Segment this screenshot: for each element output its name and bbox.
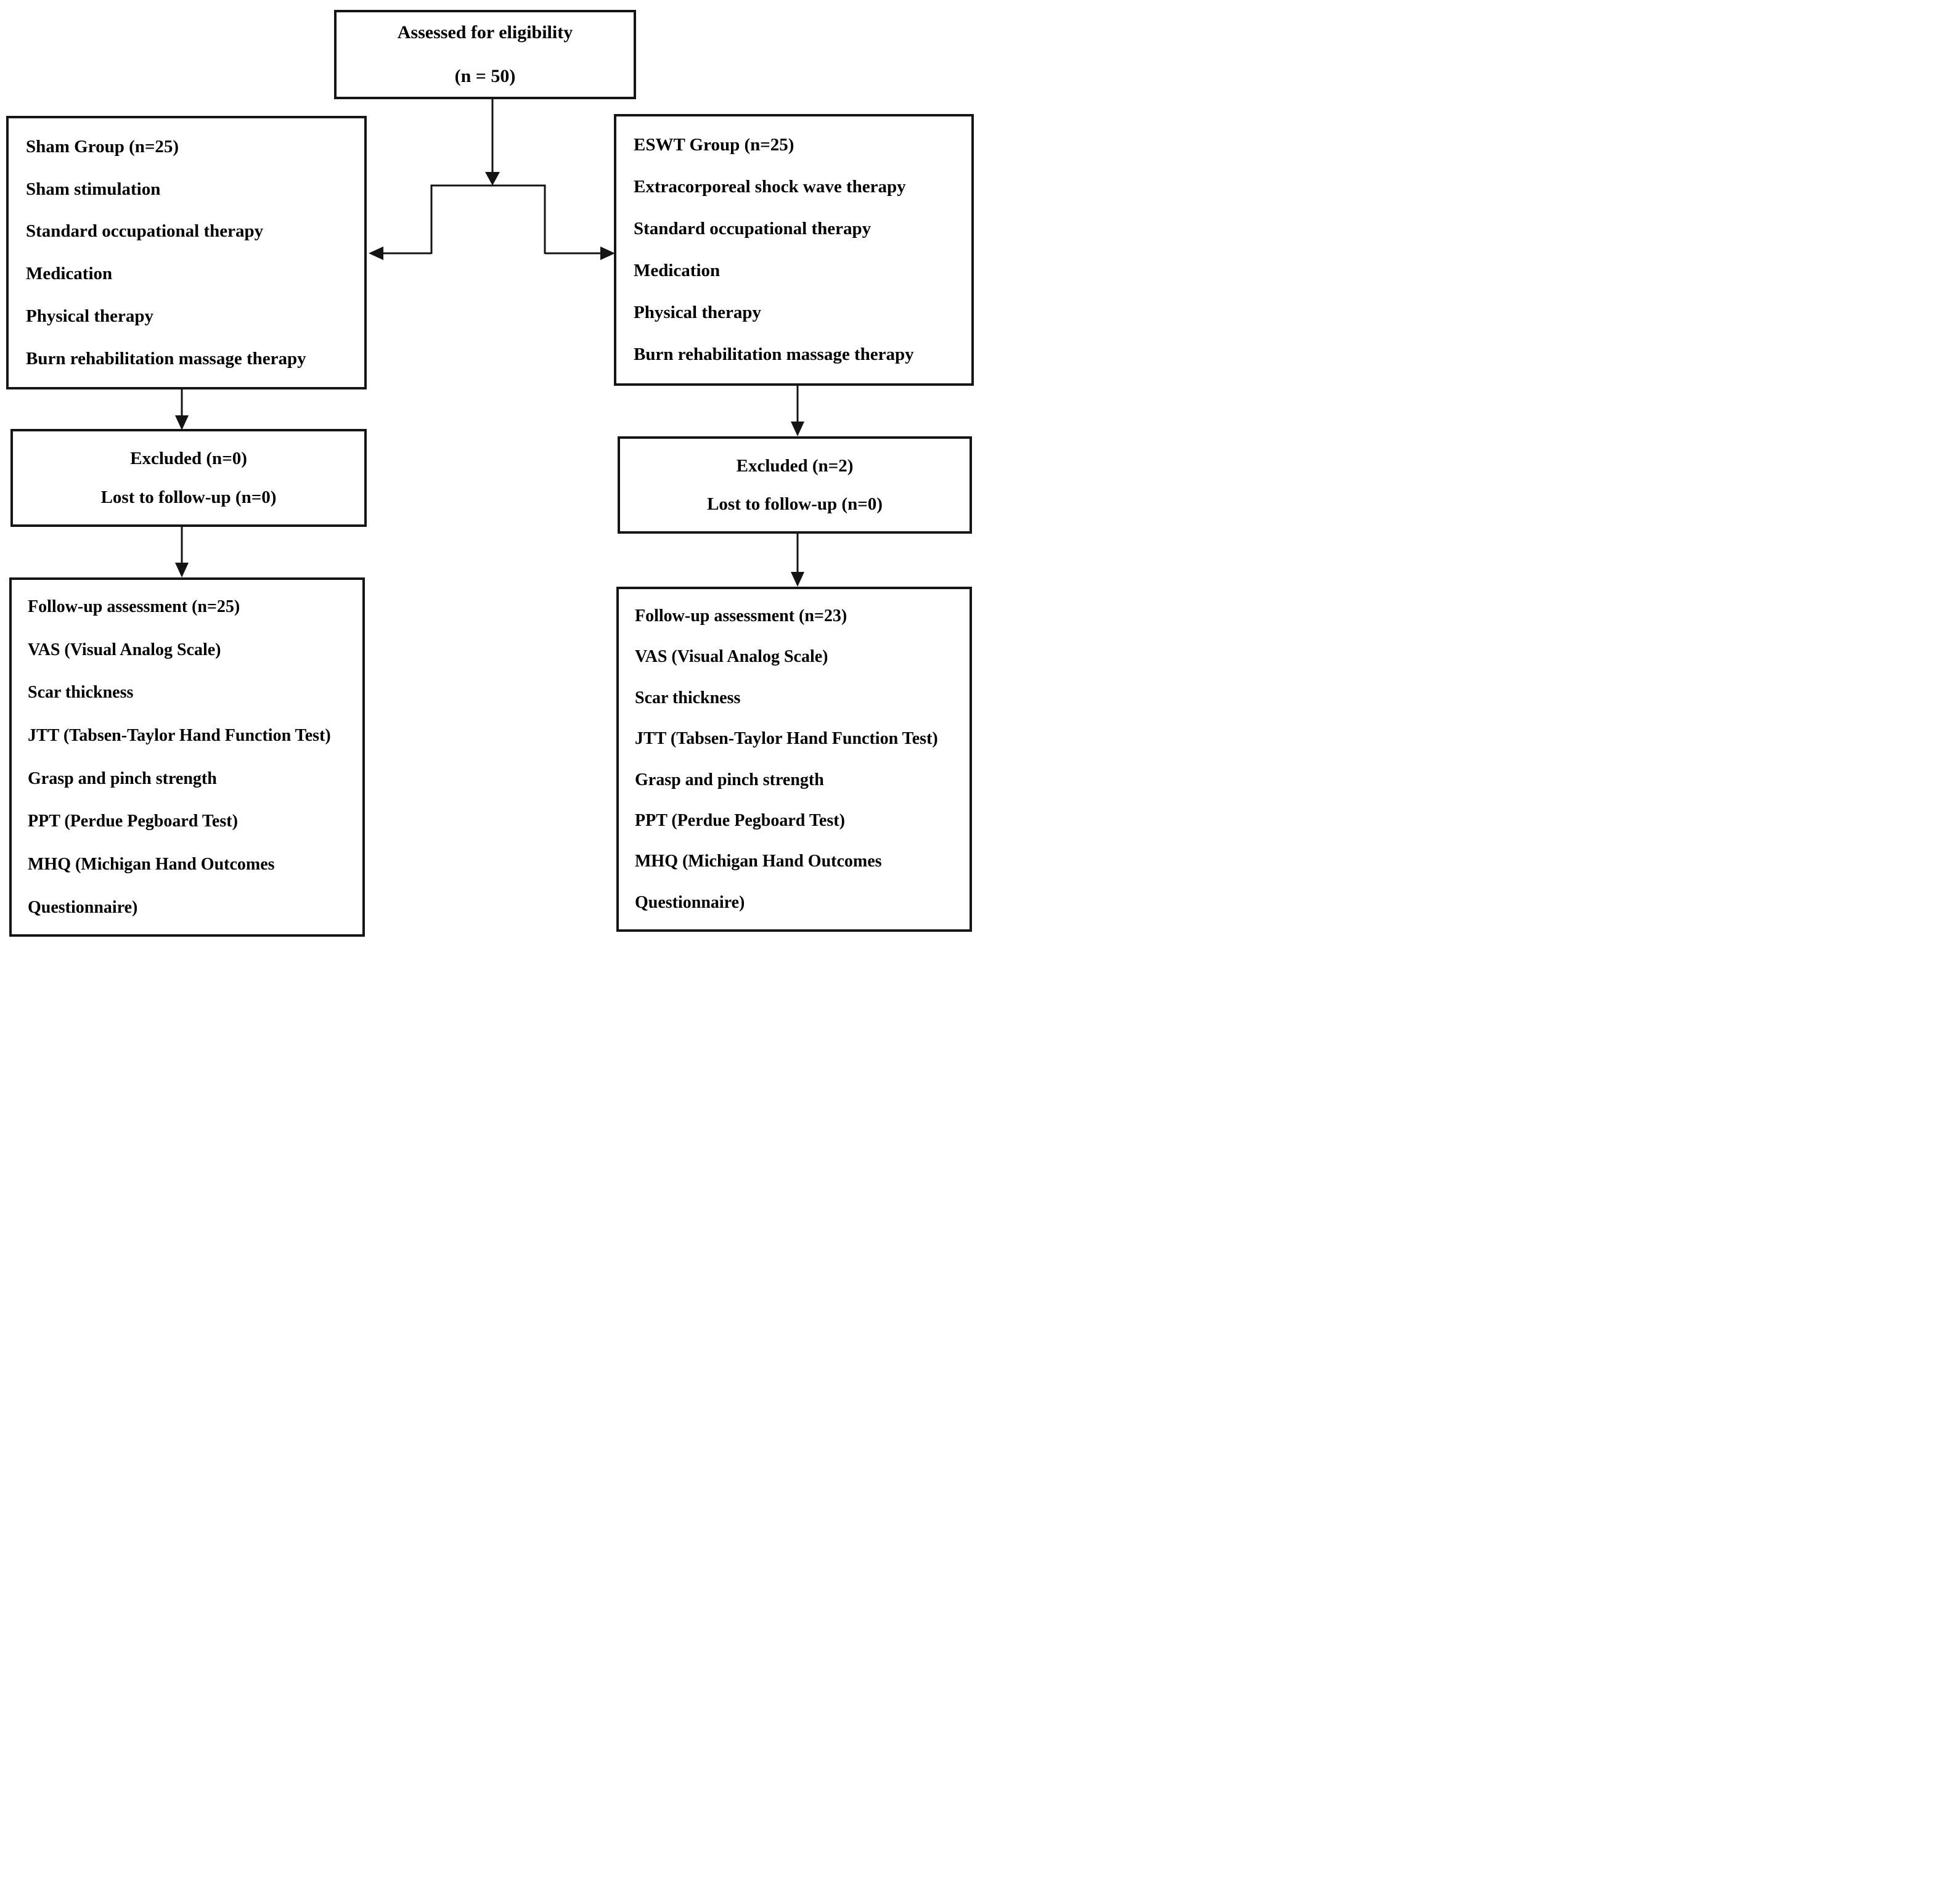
- sham-excluded-line: Excluded (n=0): [130, 449, 247, 468]
- sham-followup-item: JTT (Tabsen-Taylor Hand Function Test): [28, 725, 331, 745]
- eswt-group-box: ESWT Group (n=25) Extracorporeal shock w…: [614, 114, 974, 386]
- arrowhead-eswt-followup: [791, 572, 804, 587]
- sham-group-box: Sham Group (n=25) Sham stimulation Stand…: [6, 116, 367, 389]
- eswt-followup-item: Grasp and pinch strength: [635, 770, 824, 789]
- arrowhead-eswt-excluded: [791, 422, 804, 436]
- sham-lost-followup-line: Lost to follow-up (n=0): [100, 487, 277, 507]
- arrowhead-into-sham-group: [369, 247, 383, 260]
- eswt-group-item: Physical therapy: [634, 303, 762, 323]
- sham-followup-item: PPT (Perdue Pegboard Test): [28, 812, 238, 831]
- eswt-followup-title: Follow-up assessment (n=23): [635, 606, 847, 626]
- eswt-group-item: Medication: [634, 261, 721, 281]
- sham-group-item: Standard occupational therapy: [26, 221, 264, 242]
- eswt-followup-box: Follow-up assessment (n=23) VAS (Visual …: [616, 587, 972, 932]
- sham-followup-box: Follow-up assessment (n=25) VAS (Visual …: [9, 577, 365, 937]
- assessed-count: (n = 50): [454, 66, 516, 87]
- sham-group-item: Medication: [26, 264, 113, 284]
- sham-followup-item: Questionnaire): [28, 897, 138, 917]
- connector-split-bar: [430, 184, 546, 254]
- assessed-title: Assessed for eligibility: [397, 22, 573, 43]
- sham-group-title: Sham Group (n=25): [26, 137, 179, 157]
- sham-excluded-box: Excluded (n=0) Lost to follow-up (n=0): [10, 429, 367, 527]
- sham-group-item: Sham stimulation: [26, 179, 161, 199]
- eswt-excluded-line: Excluded (n=2): [736, 456, 854, 476]
- assessed-eligibility-box: Assessed for eligibility (n = 50): [334, 10, 636, 99]
- eswt-followup-item: PPT (Perdue Pegboard Test): [635, 810, 845, 830]
- eswt-lost-followup-line: Lost to follow-up (n=0): [707, 494, 883, 514]
- sham-followup-title: Follow-up assessment (n=25): [28, 597, 240, 616]
- sham-group-item: Burn rehabilitation massage therapy: [26, 348, 306, 369]
- eswt-followup-item: Questionnaire): [635, 892, 745, 912]
- arrowhead-sham-excluded: [175, 415, 189, 430]
- arrowhead-sham-followup: [175, 563, 189, 577]
- sham-followup-item: VAS (Visual Analog Scale): [28, 640, 221, 659]
- eswt-group-item: Standard occupational therapy: [634, 219, 872, 239]
- eswt-followup-item: VAS (Visual Analog Scale): [635, 647, 828, 667]
- flow-connectors: [175, 99, 804, 587]
- consort-flow-diagram: Assessed for eligibility (n = 50) Sham G…: [0, 0, 980, 943]
- sham-group-item: Physical therapy: [26, 306, 154, 326]
- arrowhead-top-to-split: [485, 172, 500, 185]
- eswt-group-title: ESWT Group (n=25): [634, 135, 794, 155]
- eswt-followup-item: JTT (Tabsen-Taylor Hand Function Test): [635, 729, 938, 749]
- sham-followup-item: Grasp and pinch strength: [28, 768, 217, 788]
- eswt-group-item: Burn rehabilitation massage therapy: [634, 344, 914, 365]
- eswt-followup-item: MHQ (Michigan Hand Outcomes: [635, 852, 882, 871]
- eswt-followup-item: Scar thickness: [635, 688, 741, 707]
- eswt-group-item: Extracorporeal shock wave therapy: [634, 177, 906, 197]
- eswt-excluded-box: Excluded (n=2) Lost to follow-up (n=0): [618, 436, 972, 534]
- sham-followup-item: MHQ (Michigan Hand Outcomes: [28, 854, 275, 874]
- sham-followup-item: Scar thickness: [28, 683, 134, 703]
- arrowhead-into-eswt-group: [600, 247, 615, 260]
